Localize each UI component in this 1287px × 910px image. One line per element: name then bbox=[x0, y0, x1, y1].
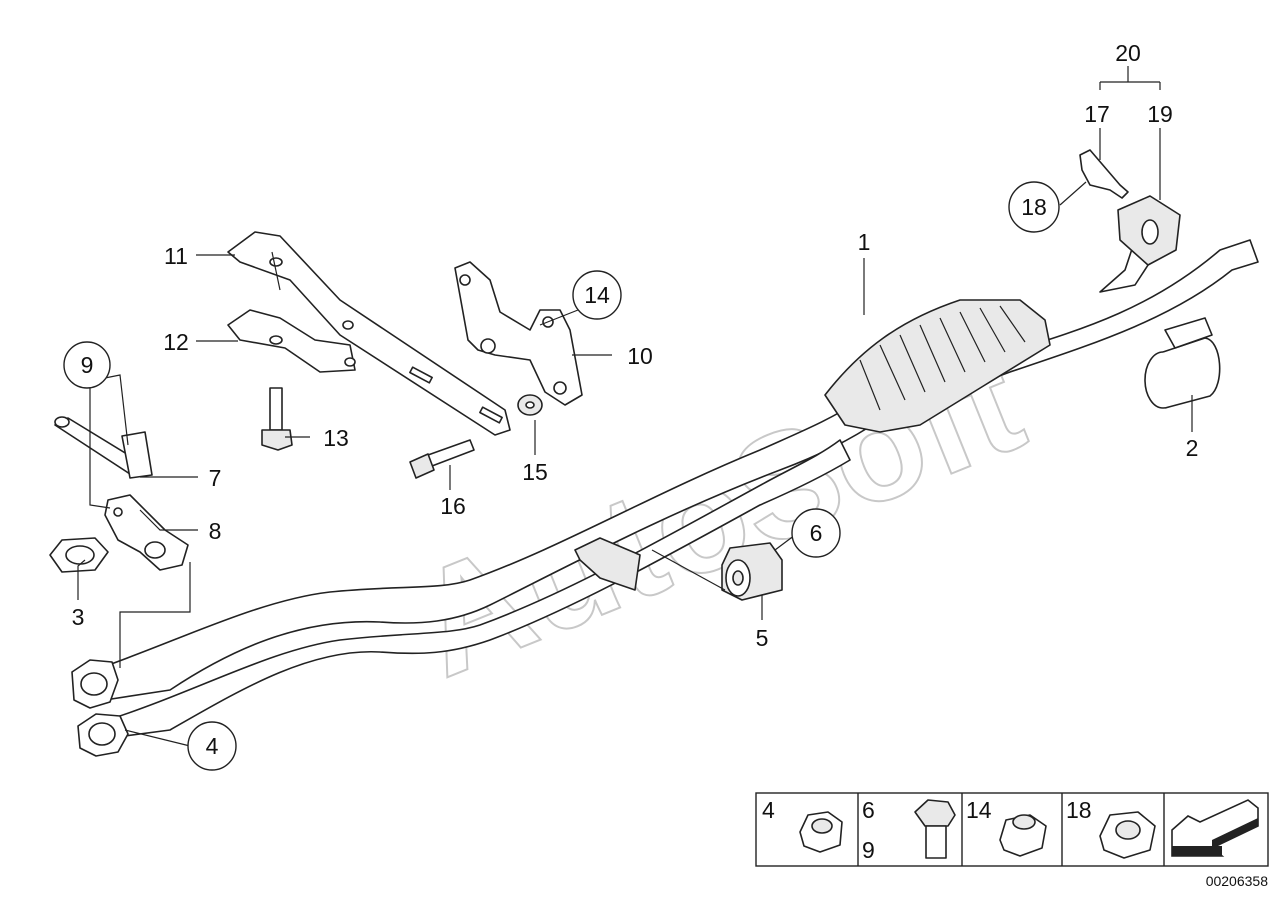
callout-4: 4 bbox=[187, 721, 237, 771]
callout-9-label: 9 bbox=[81, 352, 94, 378]
fastener-legend: 4 6 9 14 18 bbox=[755, 792, 1269, 867]
hex-nut-icon bbox=[799, 811, 843, 853]
rubber-mount-part bbox=[721, 542, 783, 601]
callout-19: 19 bbox=[1147, 101, 1173, 127]
callout-1: 1 bbox=[858, 229, 871, 255]
legend-cell-2-bottom-label: 9 bbox=[862, 837, 875, 863]
callout-13: 13 bbox=[323, 425, 349, 451]
callout-15: 15 bbox=[522, 459, 548, 485]
bolt-icon bbox=[914, 799, 956, 859]
arrow-icon bbox=[1171, 799, 1259, 857]
callout-12: 12 bbox=[163, 329, 189, 355]
front-bracket-part bbox=[49, 416, 189, 573]
callout-3: 3 bbox=[72, 604, 85, 630]
callout-6-label: 6 bbox=[810, 520, 823, 546]
callout-10: 10 bbox=[627, 343, 653, 369]
callout-17: 17 bbox=[1084, 101, 1110, 127]
callout-11: 11 bbox=[164, 243, 188, 269]
leader-lines bbox=[77, 66, 1193, 747]
reference-number: 00206358 bbox=[1206, 873, 1269, 889]
callout-7: 7 bbox=[209, 465, 222, 491]
legend-cell-2-top-label: 6 bbox=[862, 797, 875, 823]
callout-5: 5 bbox=[756, 625, 769, 651]
lock-nut-icon bbox=[999, 814, 1047, 857]
self-locking-nut-icon bbox=[1099, 811, 1156, 859]
exhaust-pipe-part bbox=[71, 239, 1259, 757]
hanger-bracket-part bbox=[227, 231, 511, 436]
callout-18: 18 bbox=[1008, 181, 1060, 233]
callout-8: 8 bbox=[209, 518, 222, 544]
bolt-part-16 bbox=[409, 439, 475, 479]
legend-cell-3-label: 14 bbox=[966, 797, 992, 823]
callout-14-label: 14 bbox=[584, 282, 610, 308]
callout-9: 9 bbox=[63, 341, 111, 389]
rubber-hanger-part bbox=[1079, 149, 1181, 266]
legend-cell-4-label: 18 bbox=[1066, 797, 1092, 823]
plate-bracket-part bbox=[454, 261, 583, 406]
callout-14: 14 bbox=[572, 270, 622, 320]
exhaust-clamp-part bbox=[1144, 317, 1221, 409]
legend-cell-1-label: 4 bbox=[762, 797, 775, 823]
callout-2: 2 bbox=[1186, 435, 1199, 461]
callout-20: 20 bbox=[1115, 40, 1141, 66]
washer-part-15 bbox=[517, 394, 543, 416]
callout-18-label: 18 bbox=[1021, 194, 1047, 220]
bolt-part-13 bbox=[261, 387, 293, 451]
callout-4-label: 4 bbox=[206, 733, 219, 759]
callout-6: 6 bbox=[791, 508, 841, 558]
callout-16: 16 bbox=[440, 493, 466, 519]
